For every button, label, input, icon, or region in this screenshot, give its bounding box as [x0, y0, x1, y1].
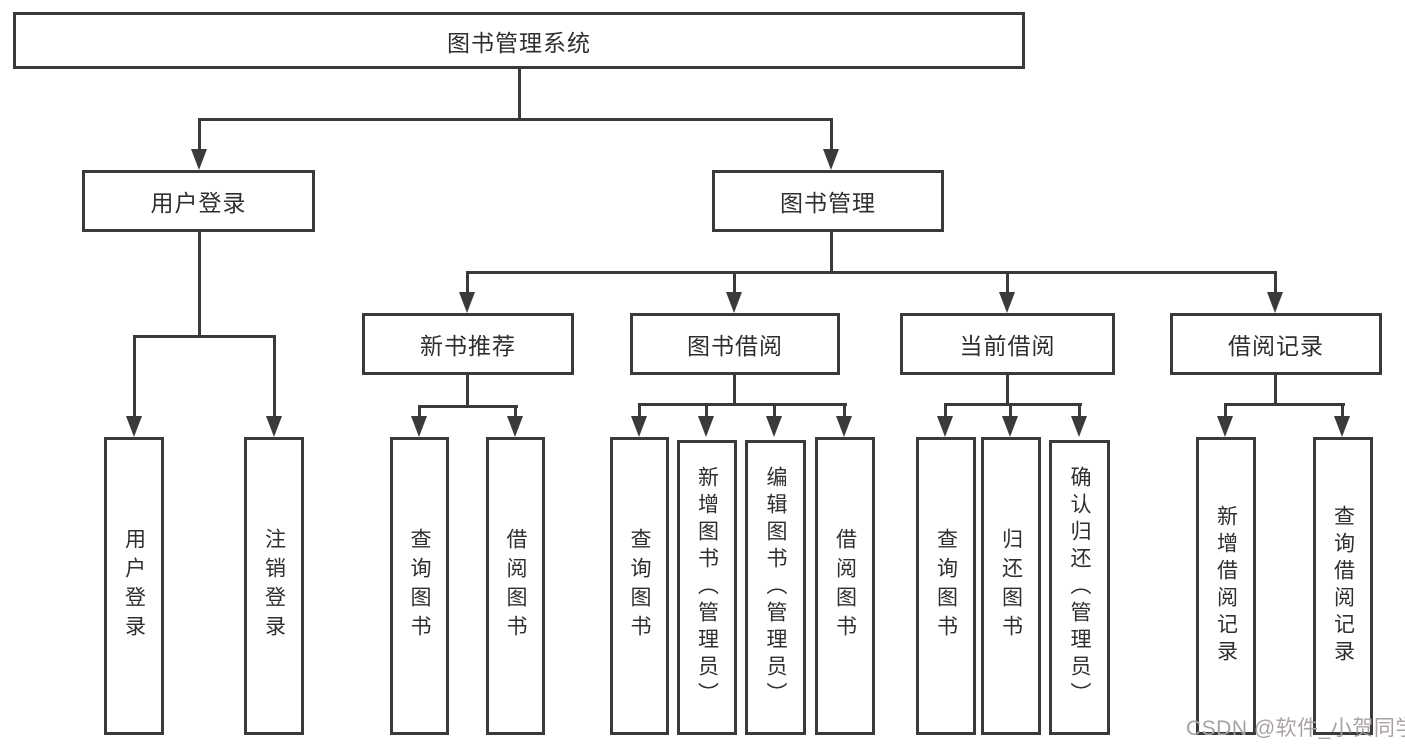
node-label: 用户登录: [150, 190, 247, 216]
connector-line: [514, 405, 517, 419]
arrow-down-icon: [631, 416, 647, 437]
leaf-label: 归还图书: [999, 528, 1023, 644]
leaf-label: 注销登录: [262, 528, 286, 644]
csdn-watermark: CSDN @软件_小贺同学: [1186, 717, 1405, 740]
arrow-down-icon: [823, 149, 839, 170]
connector-line: [1006, 271, 1009, 294]
connector-line: [1078, 403, 1081, 419]
arrow-down-icon: [1334, 416, 1350, 437]
arrow-down-icon: [698, 416, 714, 437]
arrow-down-icon: [1217, 416, 1233, 437]
leaf-label: 借阅图书: [504, 528, 527, 644]
connector-line: [198, 232, 201, 337]
leaf-label: 借阅图书: [833, 528, 857, 644]
node-label: 当前借阅: [959, 333, 1056, 359]
leaf-borrow-books: 借阅图书: [815, 437, 875, 735]
leaf-user-login: 用户登录: [104, 437, 164, 735]
leaf-label: 查询借阅记录: [1331, 505, 1355, 667]
connector-line: [944, 403, 947, 419]
arrow-down-icon: [411, 416, 427, 437]
leaf-label: 编辑图书（管理员）: [764, 466, 787, 709]
connector-line: [418, 405, 518, 408]
leaf-add-borrow-record: 新增借阅记录: [1196, 437, 1256, 735]
leaf-add-books-admin: 新增图书（管理员）: [677, 440, 737, 735]
connector-line: [1274, 271, 1277, 294]
connector-line: [733, 271, 736, 294]
connector-line: [418, 405, 421, 419]
node-user-login: 用户登录: [82, 170, 315, 232]
connector-line: [843, 403, 846, 419]
node-borrow-records: 借阅记录: [1170, 313, 1382, 375]
leaf-label: 查询图书: [934, 528, 958, 644]
node-label: 图书借阅: [687, 333, 783, 359]
arrow-down-icon: [191, 149, 207, 170]
connector-line: [133, 335, 136, 419]
leaf-label: 确认归还（管理员）: [1068, 466, 1091, 709]
leaf-logout: 注销登录: [244, 437, 304, 735]
connector-line: [705, 403, 708, 419]
leaf-query-books-current: 查询图书: [916, 437, 976, 735]
connector-line: [198, 118, 833, 121]
node-library-system: 图书管理系统: [13, 12, 1025, 69]
connector-line: [830, 232, 833, 273]
arrow-down-icon: [999, 292, 1015, 313]
arrow-down-icon: [266, 416, 282, 437]
node-book-borrowing: 图书借阅: [630, 313, 840, 375]
leaf-borrow-books-recommend: 借阅图书: [486, 437, 545, 735]
arrow-down-icon: [766, 416, 782, 437]
arrow-down-icon: [459, 292, 475, 313]
connector-line: [1006, 375, 1009, 405]
connector-line: [830, 118, 833, 151]
connector-line: [518, 69, 521, 120]
node-new-book-recommend: 新书推荐: [362, 313, 574, 375]
leaf-edit-books-admin: 编辑图书（管理员）: [745, 440, 806, 735]
connector-line: [466, 271, 1277, 274]
connector-line: [733, 375, 736, 405]
connector-line: [638, 403, 847, 406]
leaf-query-borrow-record: 查询借阅记录: [1313, 437, 1373, 735]
arrow-down-icon: [507, 416, 523, 437]
node-current-borrowing: 当前借阅: [900, 313, 1115, 375]
arrow-down-icon: [726, 292, 742, 313]
connector-line: [1341, 403, 1344, 419]
arrow-down-icon: [836, 416, 852, 437]
connector-line: [466, 375, 469, 407]
connector-line: [1009, 403, 1012, 419]
connector-line: [273, 335, 276, 419]
connector-line: [1274, 375, 1277, 405]
arrow-down-icon: [126, 416, 142, 437]
leaf-label: 查询图书: [408, 528, 431, 644]
connector-line: [944, 403, 1082, 406]
connector-line: [1224, 403, 1345, 406]
node-label: 图书管理: [780, 190, 876, 216]
connector-line: [466, 271, 469, 294]
connector-line: [1224, 403, 1227, 419]
leaf-label: 查询图书: [628, 528, 651, 644]
leaf-label: 新增图书（管理员）: [695, 466, 719, 709]
leaf-query-books-borrowing: 查询图书: [610, 437, 669, 735]
connector-line: [133, 335, 276, 338]
arrow-down-icon: [1002, 416, 1018, 437]
arrow-down-icon: [937, 416, 953, 437]
arrow-down-icon: [1267, 292, 1283, 313]
leaf-label: 新增借阅记录: [1214, 505, 1238, 667]
leaf-return-books: 归还图书: [981, 437, 1041, 735]
leaf-label: 用户登录: [122, 528, 146, 644]
leaf-confirm-return-admin: 确认归还（管理员）: [1049, 440, 1110, 735]
node-label: 新书推荐: [420, 333, 516, 359]
connector-line: [198, 118, 201, 151]
connector-line: [638, 403, 641, 419]
connector-line: [773, 403, 776, 419]
node-book-management: 图书管理: [712, 170, 944, 232]
node-label: 借阅记录: [1228, 333, 1324, 359]
arrow-down-icon: [1071, 416, 1087, 437]
leaf-query-books-recommend: 查询图书: [390, 437, 449, 735]
node-label: 图书管理系统: [447, 29, 591, 56]
